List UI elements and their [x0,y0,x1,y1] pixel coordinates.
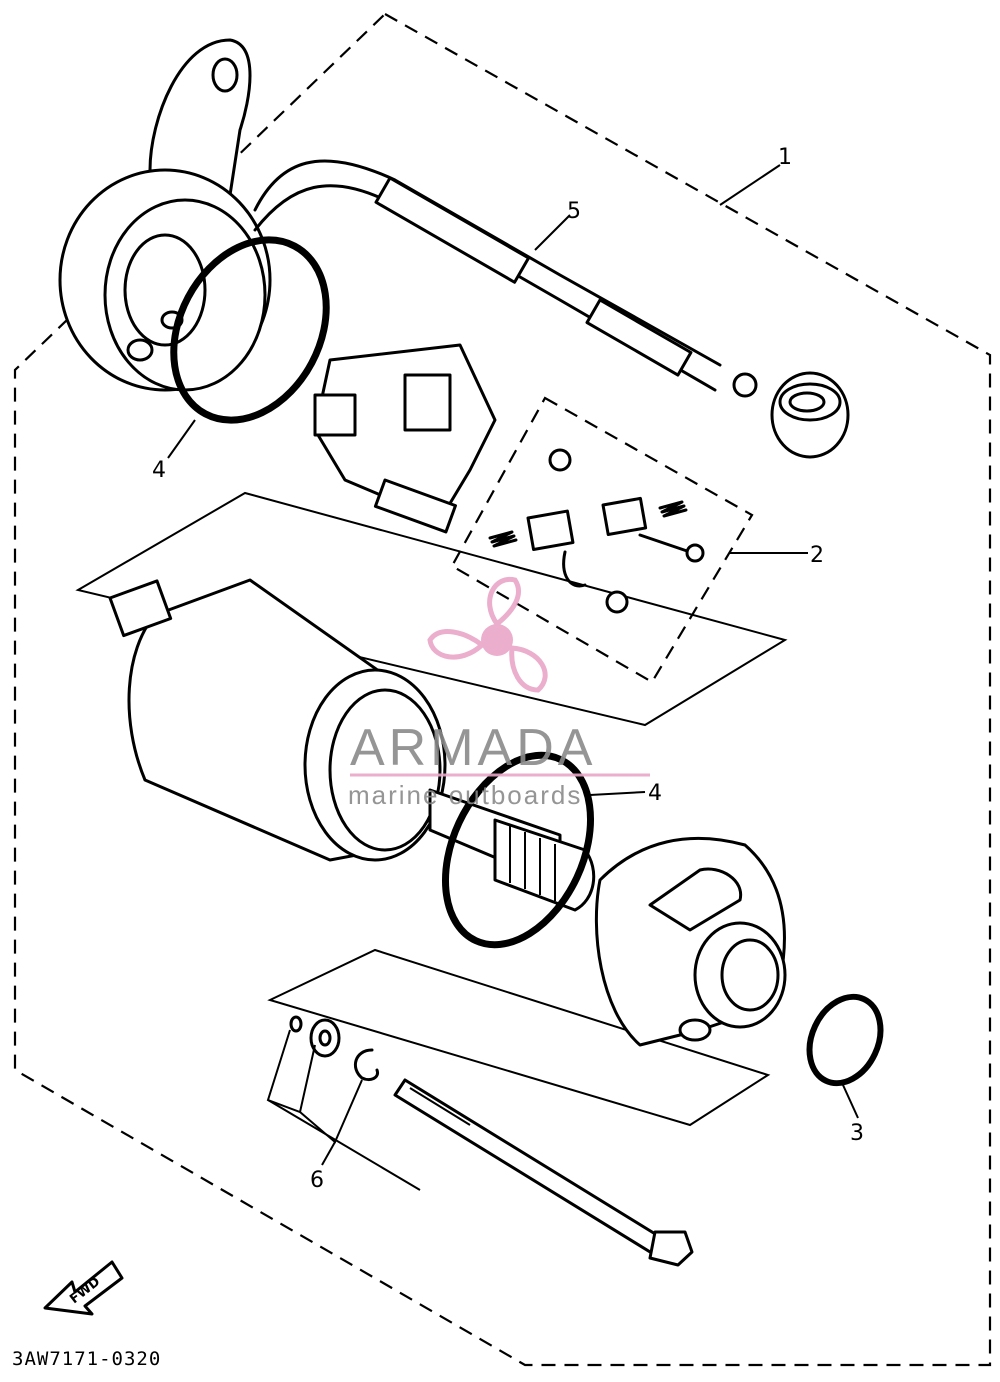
lead-wire [253,159,850,459]
leader-4b [589,791,646,796]
rear-cover-bracket [58,38,272,392]
yoke-housing [108,578,447,862]
propeller-logo-icon [427,576,548,693]
assembly-boundary [13,12,992,1367]
callout-1: 1 [778,145,792,170]
bolt-group-outline-lower [267,1099,421,1191]
watermark-brand: ARMADA [350,719,596,777]
brush-kit-parts [488,496,705,614]
brush-holder [313,343,572,534]
o-ring-upper [170,236,330,424]
leader-4a [167,419,196,459]
forward-arrow-icon: FWD [43,1260,124,1316]
callout-4-upper: 4 [152,458,166,483]
bolt-group-outline [267,948,771,1127]
callout-6: 6 [310,1168,324,1193]
leader-3 [842,1084,859,1119]
washer-kit-leader-right [299,1079,363,1144]
watermark-tagline: marine outboards [348,780,582,810]
through-bolt [393,1078,694,1267]
o-ring-lower [441,751,595,949]
front-cover [594,836,787,1047]
callout-2: 2 [810,543,824,568]
drawing-code: 3AW7171-0320 [12,1348,162,1370]
callout-5: 5 [567,199,581,224]
callout-4-lower: 4 [648,781,662,806]
leader-5 [534,214,571,251]
washer-kit-leader [266,1029,316,1114]
leader-1 [719,164,781,206]
brand-watermark: ARMADA marine outboards [348,576,650,810]
o-ring-small [806,993,884,1087]
yoke-group-outline [75,491,788,727]
washer-kit [289,1015,380,1082]
callout-3: 3 [850,1121,864,1146]
